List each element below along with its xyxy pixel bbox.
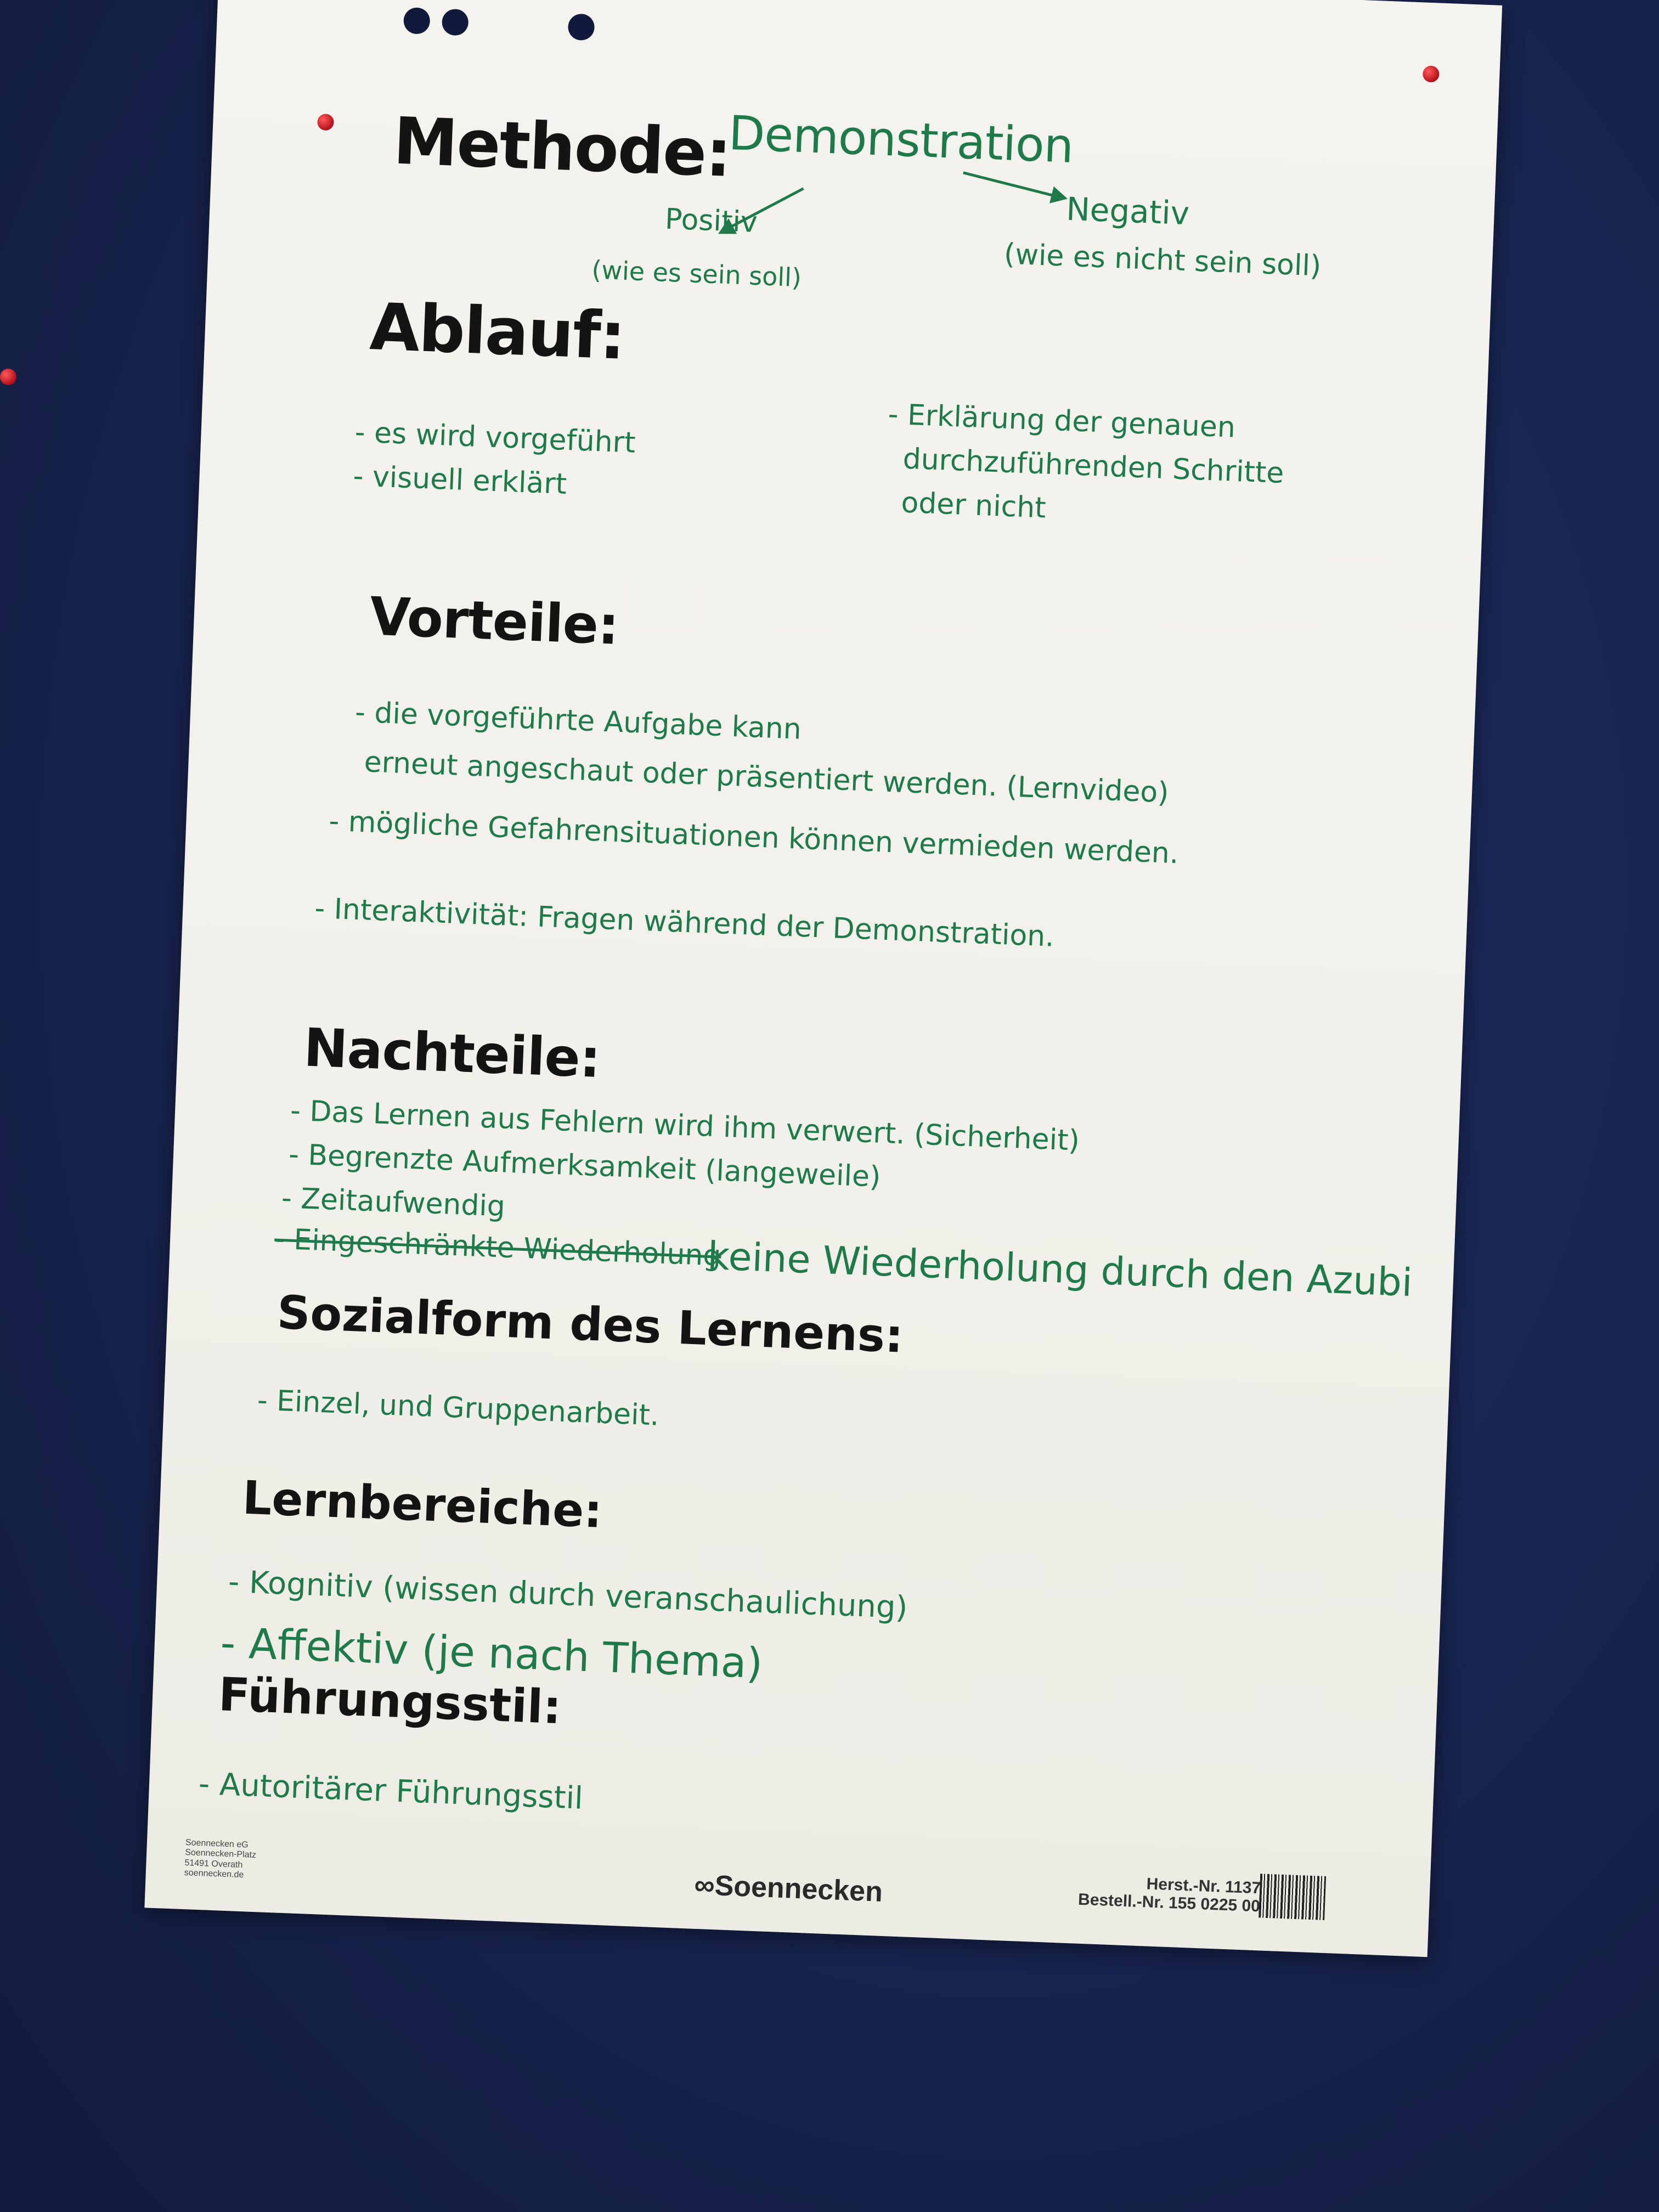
vorteile-item: erneut angeschaut oder präsentiert werde… [363, 746, 1170, 810]
negativ-note: (wie es nicht sein soll) [1003, 238, 1322, 283]
brand-logo: ∞Soennecken [694, 1869, 883, 1909]
brand-rings-icon: ∞ [693, 1869, 715, 1902]
punch-hole [567, 13, 595, 41]
vorteile-item: - die vorgeführte Aufgabe kann [354, 696, 802, 746]
nachteile-correction: keine Wiederholung durch den Azubi [707, 1233, 1414, 1306]
methode-label: Methode: [392, 103, 732, 191]
ablauf-right-item: oder nicht [900, 486, 1047, 525]
arrow-negativ [963, 171, 1065, 200]
barcode [1259, 1874, 1327, 1920]
vorteile-item: - mögliche Gefahrensituationen können ve… [328, 804, 1180, 871]
negativ-label: Negativ [1065, 190, 1190, 233]
imprint: Soennecken eG Soennecken-Platz 51491 Ove… [184, 1838, 257, 1880]
lernbereiche-item: - Kognitiv (wissen durch veranschaulichu… [228, 1564, 909, 1626]
vorteile-item: - Interaktivität: Fragen während der Dem… [314, 891, 1055, 953]
vorteile-title: Vorteile: [368, 585, 620, 657]
sozialform-title: Sozialform des Lernens: [276, 1285, 905, 1363]
nachteile-item: - Zeitaufwendig [281, 1182, 506, 1223]
methode-value: Demonstration [727, 105, 1075, 174]
brand-name: Soennecken [714, 1870, 883, 1908]
pushpin-left [0, 369, 16, 385]
sozialform-item: - Einzel, und Gruppenarbeit. [256, 1384, 660, 1432]
ablauf-left-item: - es wird vorgeführt [354, 416, 636, 460]
positiv-note: (wie es sein soll) [591, 255, 802, 293]
ablauf-right-item: durchzuführenden Schritte [902, 442, 1285, 490]
pushpin [317, 114, 335, 131]
nachteile-struck-item: - Eingeschränkte Wiederholung [274, 1222, 722, 1273]
lernbereiche-title: Lernbereiche: [241, 1470, 603, 1538]
punch-hole [403, 7, 431, 35]
ablauf-right-item: - Erklärung der genauen [887, 398, 1236, 444]
flipchart-sheet: Methode: Demonstration Positiv (wie es s… [144, 0, 1503, 1957]
nachteile-title: Nachteile: [302, 1017, 602, 1090]
punch-hole [441, 8, 469, 36]
fuehrungsstil-item: - Autoritärer Führungsstil [198, 1766, 584, 1816]
ablauf-title: Ablauf: [368, 289, 627, 374]
fuehrungsstil-title: Führungsstil: [217, 1667, 563, 1735]
order-numbers: Herst.-Nr. 1137 Bestell.-Nr. 155 0225 00 [1078, 1872, 1261, 1915]
pushpin [1422, 65, 1440, 83]
positiv-label: Positiv [664, 202, 758, 239]
ablauf-left-item: - visuell erklärt [352, 460, 568, 501]
